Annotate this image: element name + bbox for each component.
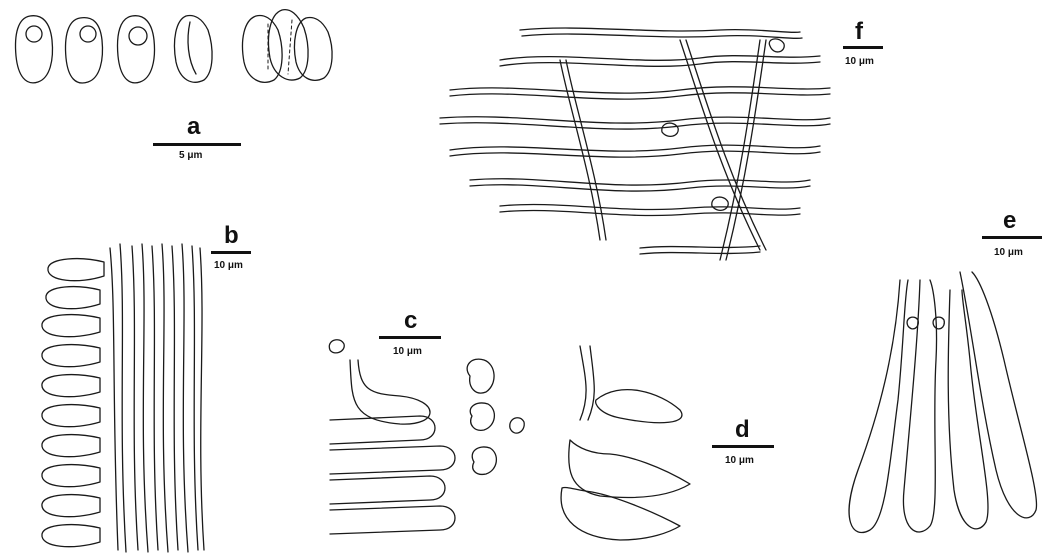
panel-d-scale-bar [712,445,774,448]
panel-a-scale: 5 μm [179,151,202,161]
panel-a-spores [16,10,333,83]
panel-b-scale: 10 μm [214,261,243,271]
panel-d-label: d [735,418,750,442]
panel-a-scale-bar [153,143,241,146]
panel-e-scale: 10 μm [994,248,1023,258]
panel-b-label: b [224,224,239,248]
panel-e-cystidia [849,272,1036,533]
panel-f-scale: 10 μm [845,57,874,67]
panel-c-label: c [404,309,417,333]
panel-c-scale: 10 μm [393,347,422,357]
panel-f-hyphae [440,28,830,260]
panel-b-scale-bar [211,251,251,254]
panel-a-label: a [187,115,200,139]
panel-c-scale-bar [379,336,441,339]
panel-d-cells [561,346,690,540]
panel-f-label: f [855,20,863,44]
panel-b-section [42,244,204,552]
panel-d-scale: 10 μm [725,456,754,466]
panel-f-scale-bar [843,46,883,49]
panel-c-basidia [329,340,524,534]
panel-e-label: e [1003,209,1016,233]
panel-e-scale-bar [982,236,1042,239]
